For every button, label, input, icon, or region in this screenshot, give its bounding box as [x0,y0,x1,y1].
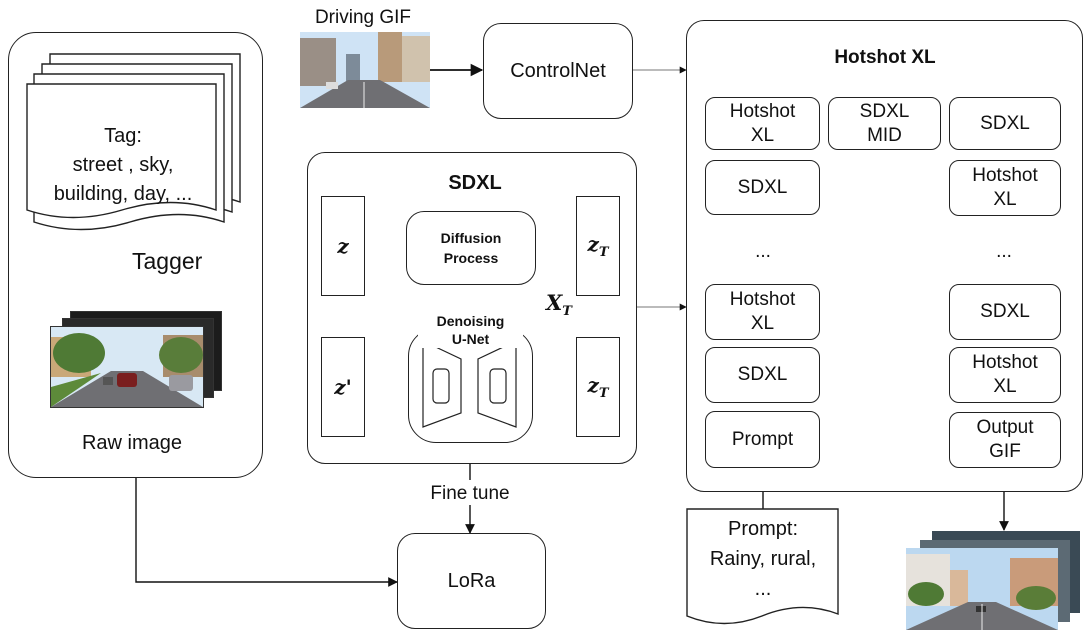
z-prime-latent: z' [321,337,365,437]
tag-document-stack [26,53,241,231]
zT-latent-top: zT [576,196,620,296]
output-street-photo [906,548,1058,630]
prompt-line-1: Prompt: [727,518,799,540]
output-gif-block: Output GIF [949,412,1061,468]
driving-gif-label: Driving GIF [314,7,412,28]
zT-latent-bottom: zT [576,337,620,437]
z-prime-symbol: z' [334,375,352,399]
z-latent: z [321,196,365,296]
right-sdxl-block-1: SDXL [949,97,1061,150]
denoising-label: Denoising U-Net [418,312,523,348]
right-sdxl-block-2: SDXL [949,284,1061,340]
tag-line-1: street , sky, [72,154,174,176]
controlnet-block: ControlNet [483,23,633,119]
prompt-line-2: Rainy, rural, [709,548,817,570]
left-hotshot-block-1: Hotshot XL [705,97,820,150]
denoising-line-2: U-Net [451,331,490,347]
controlnet-label: ControlNet [510,59,606,82]
zT-top-symbol: zT [587,232,609,260]
hotshot-xl-title: Hotshot XL [834,47,936,68]
unet-icon [422,340,517,428]
sdxl-title: SDXL [448,172,502,194]
denoising-line-1: Denoising [436,313,505,329]
right-ellipsis: ... [996,241,1012,262]
diffusion-line-1: Diffusion [440,230,502,246]
fine-tune-label: Fine tune [430,483,510,504]
prompt-block: Prompt [705,411,820,468]
prompt-document-text: Prompt: Rainy, rural, ... [686,514,840,604]
tag-text: Tag: street , sky, building, day, ... [28,122,218,209]
left-hotshot-block-2: Hotshot XL [705,284,820,340]
tagger-label: Tagger [132,248,203,274]
right-hotshot-block-2: Hotshot XL [949,347,1061,403]
xT-symbol: XT [546,290,572,320]
lora-label: LoRa [447,569,496,592]
prompt-document [686,508,839,625]
left-ellipsis: ... [755,241,771,262]
zT-bottom-symbol: zT [587,373,609,401]
z-symbol: z [337,234,349,258]
diffusion-line-2: Process [443,250,499,266]
prompt-line-3: ... [754,578,772,600]
street-photo [51,327,203,407]
tag-title: Tag: [104,125,142,147]
driving-gif-image [300,32,430,108]
right-hotshot-block-1: Hotshot XL [949,160,1061,216]
lora-block: LoRa [397,533,546,629]
raw-image-label: Raw image [81,432,183,454]
left-sdxl-block-2: SDXL [705,347,820,403]
diffusion-process-block: Diffusion Process [406,211,536,285]
left-sdxl-block-1: SDXL [705,160,820,215]
tag-line-2: building, day, ... [53,183,193,205]
sdxl-mid-block: SDXL MID [828,97,941,150]
